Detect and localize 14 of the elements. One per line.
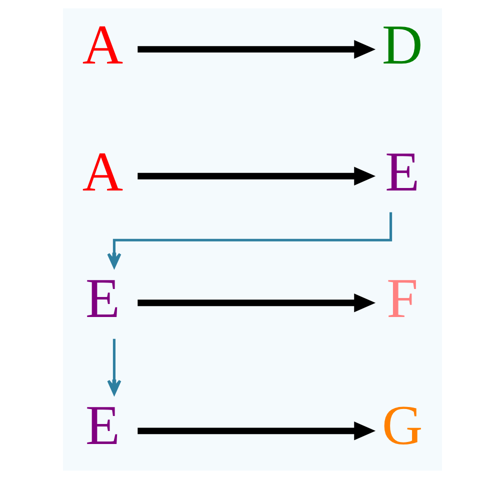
arrow bbox=[137, 166, 376, 186]
node-text: E bbox=[384, 141, 420, 204]
node-text: A bbox=[82, 14, 123, 77]
arrow bbox=[106, 212, 392, 268]
node-text: D bbox=[381, 14, 422, 77]
node-text: E bbox=[84, 268, 120, 330]
node-text: G bbox=[381, 394, 422, 457]
arrow bbox=[106, 338, 121, 395]
arrow bbox=[137, 40, 376, 59]
node-text: E bbox=[84, 394, 120, 457]
node-text: F bbox=[386, 268, 418, 330]
node-text: A bbox=[82, 141, 123, 204]
arrow bbox=[137, 294, 376, 312]
arrow bbox=[137, 422, 376, 440]
